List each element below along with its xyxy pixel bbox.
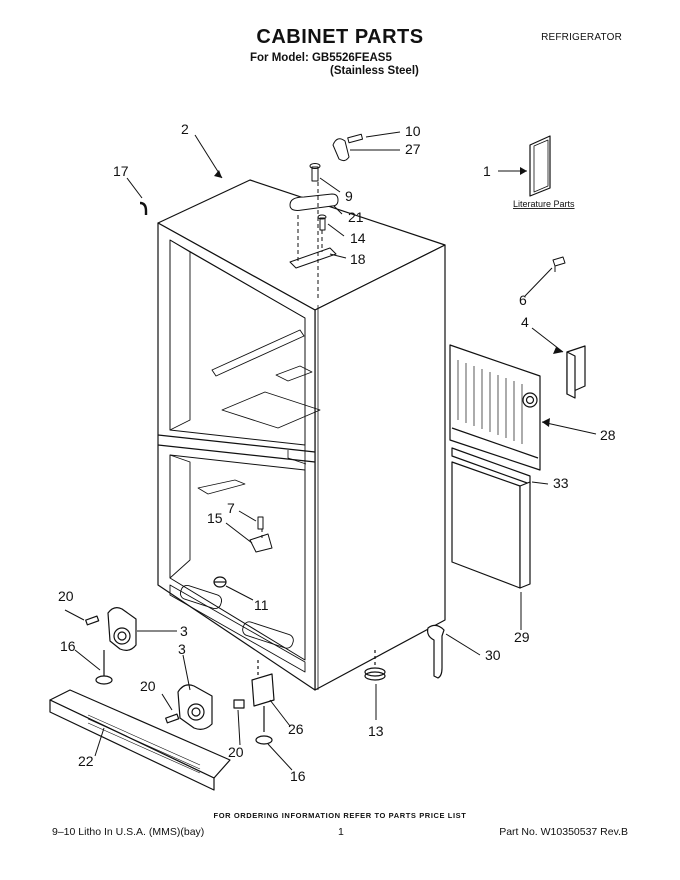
screw-11 <box>213 576 227 588</box>
model-subtitle: For Model: GB5526FEAS5 (Stainless Steel) <box>250 52 419 78</box>
callout-14: 14 <box>350 230 366 246</box>
callout-3-left: 3 <box>180 623 188 639</box>
cabinet-part-2 <box>157 179 446 691</box>
callout-16-left: 16 <box>60 638 76 654</box>
callout-30: 30 <box>485 647 501 663</box>
bracket-7-15 <box>249 516 273 553</box>
tube-17 <box>139 201 148 215</box>
wrench-30 <box>427 624 445 679</box>
hinge-cap-10-27 <box>332 133 364 162</box>
part-number: Part No. W10350537 Rev.B <box>499 826 628 838</box>
callout-9: 9 <box>345 188 353 204</box>
bracket-4 <box>566 345 586 399</box>
roller-center-3 <box>165 684 213 730</box>
literature-part-1 <box>529 135 551 197</box>
callout-20-center: 20 <box>140 678 156 694</box>
callout-1: 1 <box>483 163 491 179</box>
literature-parts-label: Literature Parts <box>513 199 575 209</box>
bracket-26 <box>233 660 275 745</box>
model-line: For Model: GB5526FEAS5 <box>250 52 392 64</box>
page-title: CABINET PARTS <box>256 26 424 48</box>
callout-27: 27 <box>405 141 421 157</box>
callout-15: 15 <box>207 510 223 526</box>
page-number: 1 <box>338 826 344 838</box>
cap-13 <box>364 650 386 681</box>
callout-10: 10 <box>405 123 421 139</box>
category-label: REFRIGERATOR <box>541 32 622 43</box>
callout-13: 13 <box>368 723 384 739</box>
callout-21: 21 <box>348 209 364 225</box>
callout-2: 2 <box>181 121 189 137</box>
toe-grille-22 <box>49 689 231 791</box>
callout-7: 7 <box>227 500 235 516</box>
top-hinge-assembly <box>289 163 339 300</box>
callout-3-center: 3 <box>178 641 186 657</box>
callout-20-right: 20 <box>228 744 244 760</box>
finish-line: (Stainless Steel) <box>330 65 419 77</box>
callout-26: 26 <box>288 721 304 737</box>
callout-20-left: 20 <box>58 588 74 604</box>
clip-6 <box>552 256 566 272</box>
callout-6: 6 <box>519 292 527 308</box>
callout-33: 33 <box>553 475 569 491</box>
callout-28: 28 <box>600 427 616 443</box>
callout-4: 4 <box>521 314 529 330</box>
litho-info: 9–10 Litho In U.S.A. (MMS)(bay) <box>52 826 205 838</box>
callout-22: 22 <box>78 753 94 769</box>
ordering-note: FOR ORDERING INFORMATION REFER TO PARTS … <box>213 811 467 820</box>
callout-11: 11 <box>254 597 269 613</box>
callout-16-right: 16 <box>290 768 306 784</box>
callout-18: 18 <box>350 251 366 267</box>
callout-17: 17 <box>113 163 129 179</box>
roller-left-3 <box>85 607 137 685</box>
callout-29: 29 <box>514 629 530 645</box>
grille-28 <box>449 344 541 471</box>
side-panel-29 <box>451 461 531 589</box>
